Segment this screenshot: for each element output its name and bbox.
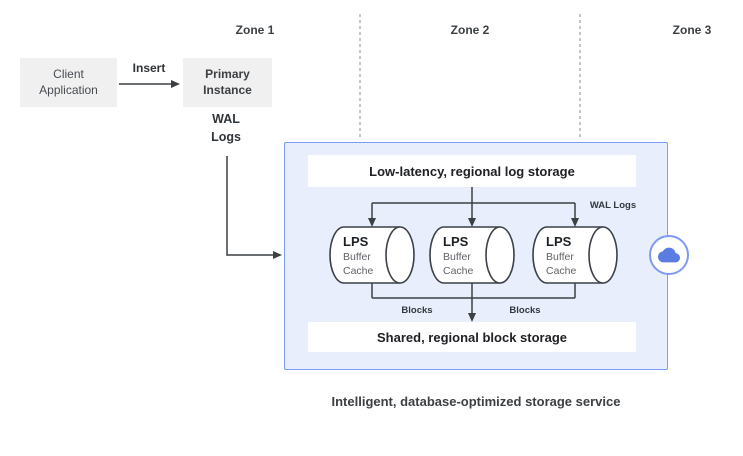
- lps-3-sub2: Cache: [546, 265, 577, 277]
- lps-node-3-text: LPS Buffer Cache: [546, 234, 608, 278]
- lps-node-2-text: LPS Buffer Cache: [443, 234, 505, 278]
- client-application-label-line1: Client: [53, 66, 84, 81]
- lps-node-1-text: LPS Buffer Cache: [343, 234, 405, 278]
- block-arrowhead: [468, 313, 476, 322]
- lps-cylinder-2: [429, 226, 515, 284]
- block-storage-label: Shared, regional block storage: [377, 329, 567, 345]
- cloud-badge: [649, 235, 689, 275]
- wal-logs-edge-label: WAL Logs: [196, 110, 256, 146]
- lps-1-title: LPS: [343, 234, 369, 249]
- client-application-label-line2: Application: [39, 82, 98, 97]
- blocks-right-label: Blocks: [509, 305, 541, 316]
- cloud-icon: [658, 247, 680, 263]
- wal-logs-line2: Logs: [211, 130, 241, 145]
- lps-2-sub1: Buffer: [443, 251, 471, 263]
- lps-2-title: LPS: [443, 234, 469, 249]
- insert-arrowhead: [171, 80, 180, 88]
- client-application-node: Client Application: [20, 58, 117, 107]
- lps-1-sub1: Buffer: [343, 251, 371, 263]
- fanout-arrowhead-3: [571, 218, 579, 227]
- fanout-arrowhead-1: [368, 218, 376, 227]
- wal-arrowhead: [273, 251, 282, 259]
- fanout-arrowhead-2: [468, 218, 476, 227]
- lps-3-title: LPS: [546, 234, 572, 249]
- zone-3-label: Zone 3: [672, 23, 712, 37]
- insert-edge-label: Insert: [132, 61, 166, 75]
- primary-instance-label-line2: Instance: [203, 82, 252, 97]
- blocks-left-label: Blocks: [401, 305, 433, 316]
- lps-3-sub1: Buffer: [546, 251, 574, 263]
- lps-2-sub2: Cache: [443, 265, 474, 277]
- wal-logs-inner-label: WAL Logs: [589, 200, 637, 211]
- lps-1-sub2: Cache: [343, 265, 374, 277]
- lps-cylinder-1: [329, 226, 415, 284]
- primary-instance-node: Primary Instance: [183, 58, 272, 107]
- log-storage-node: Low-latency, regional log storage: [308, 155, 636, 187]
- diagram-caption: Intelligent, database-optimized storage …: [331, 394, 621, 409]
- log-storage-label: Low-latency, regional log storage: [369, 163, 575, 179]
- zone-2-label: Zone 2: [450, 23, 490, 37]
- wal-elbow-line: [226, 156, 273, 256]
- zone-1-label: Zone 1: [235, 23, 275, 37]
- wal-logs-line1: WAL: [212, 112, 240, 126]
- lps-cylinder-3: [532, 226, 618, 284]
- block-storage-node: Shared, regional block storage: [308, 322, 636, 352]
- primary-instance-label-line1: Primary: [205, 66, 250, 81]
